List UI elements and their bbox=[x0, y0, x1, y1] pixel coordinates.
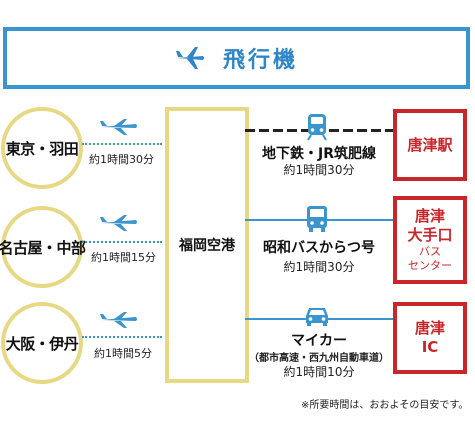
footnote: ※所要時間は、おおよその目安です。 bbox=[301, 400, 469, 411]
route-name: マイカー bbox=[291, 333, 347, 349]
destination-karatsu-ic: 唐津 IC bbox=[393, 302, 467, 374]
route-time: 約1時間10分 bbox=[283, 365, 355, 379]
plane-icon bbox=[100, 119, 137, 135]
plane-icon bbox=[100, 215, 137, 231]
destination-label: 唐津駅 bbox=[407, 135, 453, 154]
flight-line bbox=[82, 143, 162, 145]
route-time: 約1時間30分 bbox=[283, 163, 355, 177]
car-icon bbox=[306, 308, 328, 326]
destination-sublabel: バス bbox=[419, 245, 441, 258]
bus-icon bbox=[307, 206, 327, 232]
flight-time: 約1時間15分 bbox=[91, 251, 156, 264]
destination-karatsu-station: 唐津駅 bbox=[393, 109, 467, 181]
destination-label: 大手口 bbox=[407, 226, 453, 244]
destination-label: 唐津 bbox=[414, 319, 445, 337]
origin-tokyo-haneda: 東京・羽田 bbox=[1, 107, 83, 189]
destination-label: 唐津 bbox=[414, 207, 445, 225]
destination-sublabel: センター bbox=[408, 259, 452, 272]
plane-icon bbox=[100, 312, 137, 328]
destination-otemachi-bus-center: 唐津 大手口 バス センター bbox=[393, 196, 467, 284]
airport-box: 福岡空港 bbox=[165, 107, 249, 383]
mode-header: 飛行機 bbox=[3, 27, 470, 89]
flight-time: 約1時間30分 bbox=[89, 153, 154, 166]
route-name: 昭和バスからつ号 bbox=[263, 240, 375, 256]
flight-time: 約1時間5分 bbox=[94, 347, 152, 360]
flight-line bbox=[82, 241, 162, 243]
train-icon bbox=[307, 114, 327, 141]
route-name: 地下鉄・JR筑肥線 bbox=[262, 146, 376, 162]
mode-title: 飛行機 bbox=[222, 48, 298, 73]
route-time: 約1時間30分 bbox=[283, 260, 355, 274]
route-note: （都市高速・西九州自動車道） bbox=[249, 353, 389, 364]
origin-nagoya-chubu: 名古屋・中部 bbox=[0, 206, 86, 288]
flight-line bbox=[82, 336, 162, 338]
destination-label: IC bbox=[421, 338, 439, 356]
origin-osaka-itami: 大阪・伊丹 bbox=[1, 302, 83, 384]
airplane-icon bbox=[175, 47, 204, 69]
